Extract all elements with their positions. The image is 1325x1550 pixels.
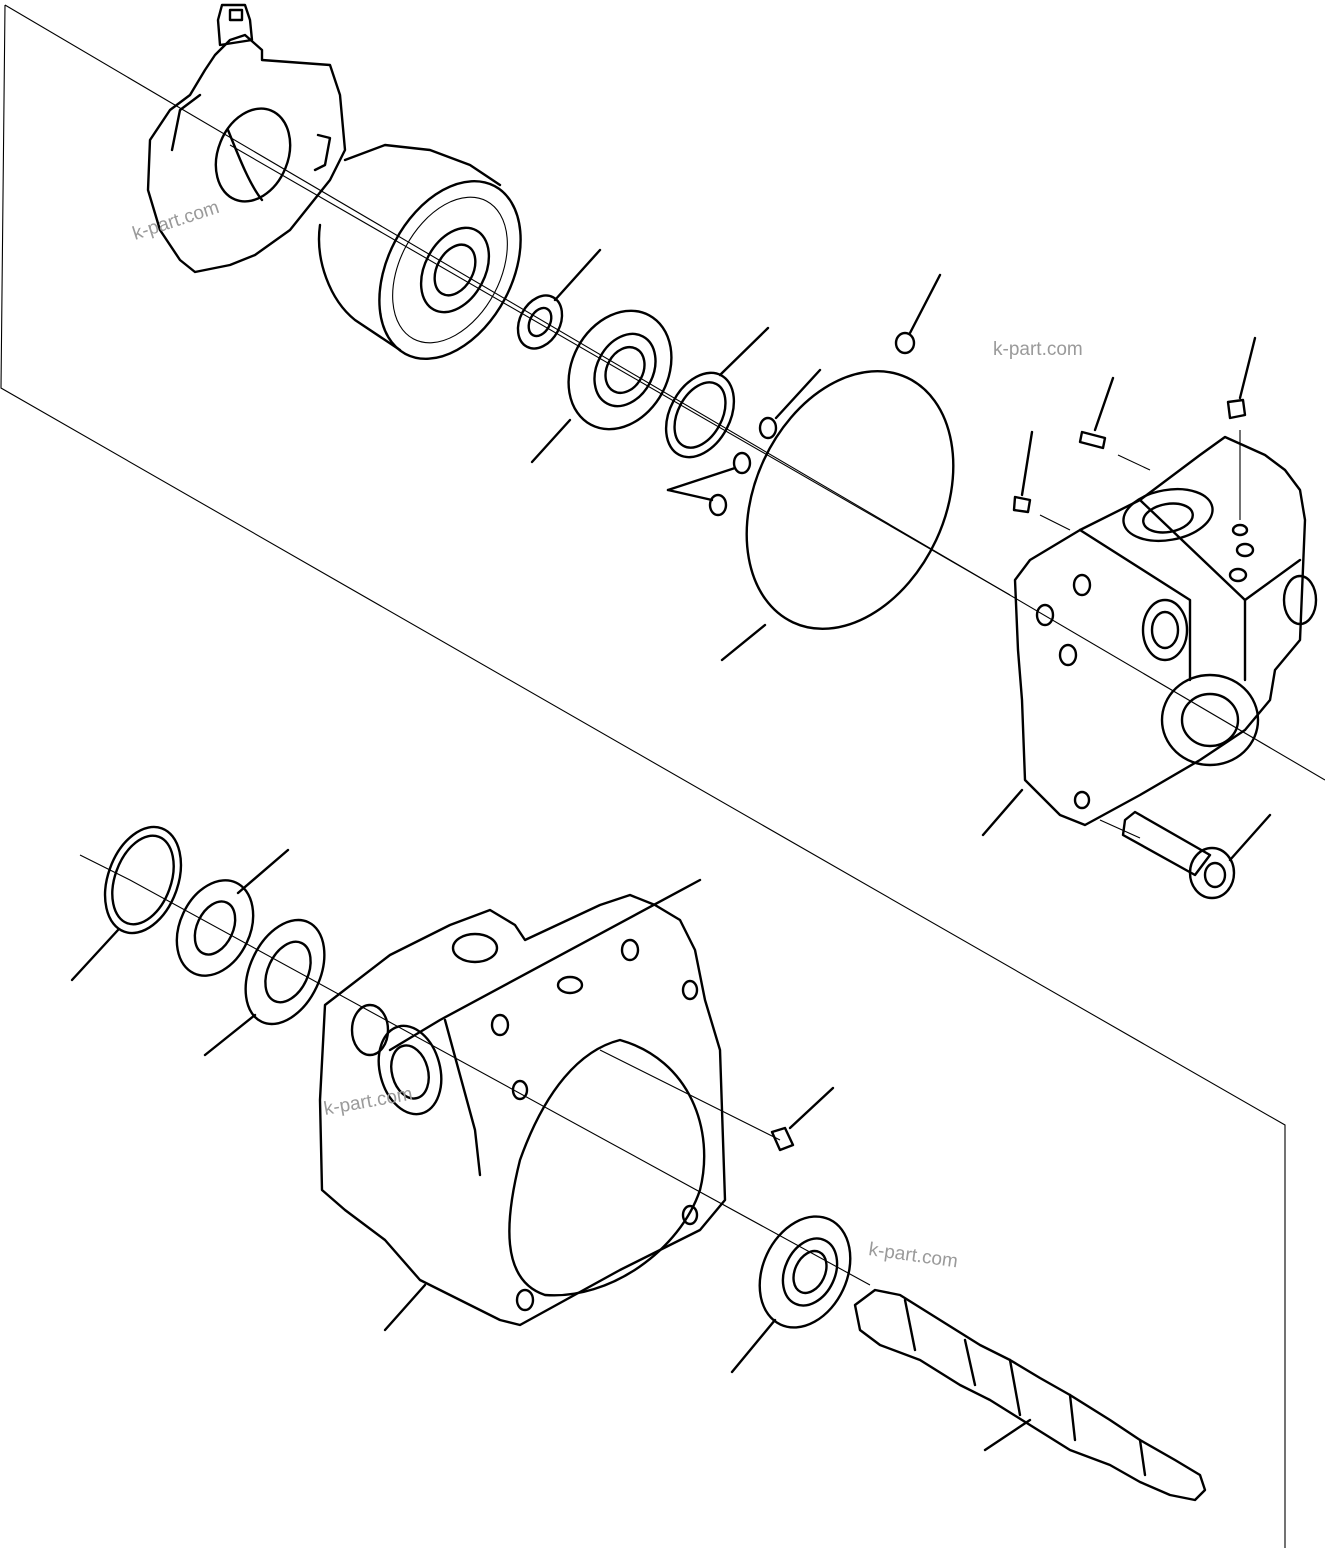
watermark-text: k-part.com bbox=[130, 197, 222, 245]
set-screw-part bbox=[770, 1086, 835, 1152]
spacer-ring-part bbox=[664, 326, 770, 459]
watermark-text: k-part.com bbox=[322, 1084, 414, 1120]
assembly-axis-lines bbox=[79, 144, 1241, 1286]
cylinder-block-part bbox=[317, 143, 522, 360]
gasket-o-ring-part bbox=[720, 370, 955, 662]
section-frame bbox=[0, 4, 1325, 1548]
snap-ring-part bbox=[70, 825, 183, 982]
watermark-text: k-part.com bbox=[867, 1239, 959, 1272]
end-cover-part bbox=[146, 3, 347, 274]
socket-bolt-part bbox=[1121, 810, 1272, 900]
lower-bearing-part bbox=[730, 1215, 852, 1374]
valve-housing-part bbox=[981, 435, 1318, 837]
washer-part bbox=[175, 848, 290, 977]
watermark-text: k-part.com bbox=[993, 339, 1083, 360]
drive-shaft-part bbox=[853, 1288, 1207, 1502]
upper-bearing-part bbox=[530, 309, 673, 464]
plugs-and-pins bbox=[1012, 336, 1257, 514]
pump-case-part bbox=[318, 878, 727, 1332]
oil-seal-part bbox=[203, 918, 326, 1057]
bushing-part bbox=[516, 248, 602, 350]
small-o-rings bbox=[666, 273, 942, 517]
